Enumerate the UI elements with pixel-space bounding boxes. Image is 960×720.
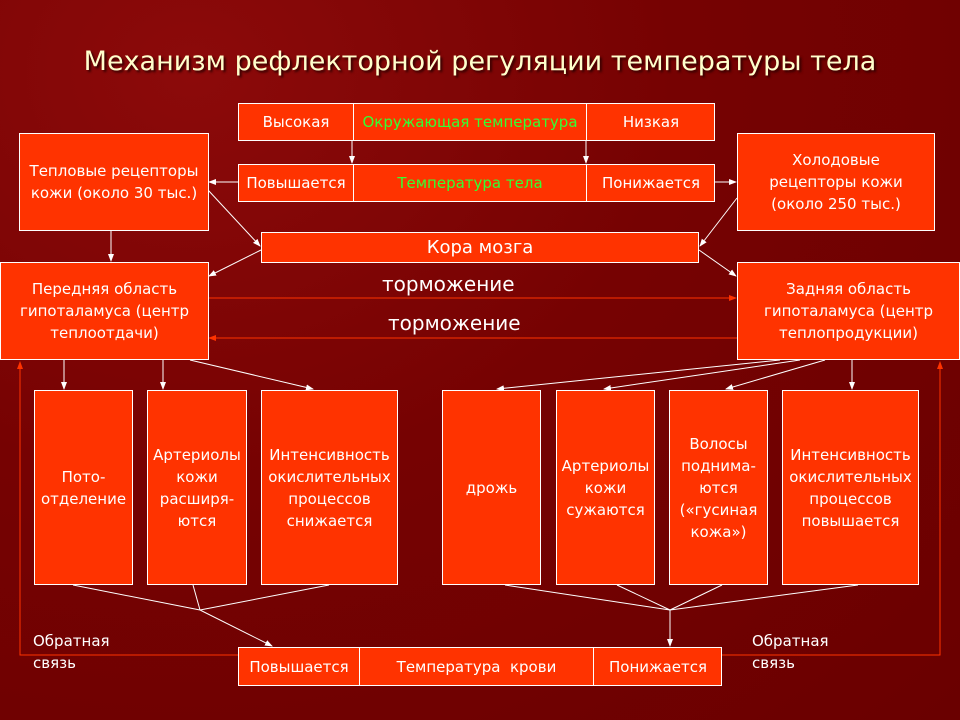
cortex-box: Кора мозга <box>261 232 699 263</box>
body-temp-down: Понижается <box>602 174 700 192</box>
effect-arterioles-constrict: Артериолы кожи сужаются <box>556 390 655 585</box>
page-title: Механизм рефлекторной регуляции температ… <box>83 46 877 77</box>
effect-oxidation-increase: Интенсивность окислительных процессов по… <box>782 390 919 585</box>
blood-temp-label: Температура крови <box>359 648 594 685</box>
inhibition-label-1: торможение <box>382 272 515 296</box>
effect-sweating: Пото-отделение <box>34 390 133 585</box>
body-temperature-row: Повышается Температура тела Понижается <box>238 164 715 202</box>
ambient-label: Окружающая температура <box>353 104 587 140</box>
feedback-left-label: Обратная связь <box>33 632 110 672</box>
cold-receptors-box: Холодовые рецепторы кожи (около 250 тыс.… <box>737 133 935 231</box>
blood-temperature-row: Повышается Температура крови Понижается <box>238 647 722 686</box>
heat-receptors-box: Тепловые рецепторы кожи (около 30 тыс.) <box>19 133 209 231</box>
inhibition-label-2: торможение <box>388 311 521 335</box>
effect-arterioles-dilate: Артериолы кожи расширя-ются <box>147 390 247 585</box>
body-temp-label: Температура тела <box>353 165 587 201</box>
ambient-temperature-row: Высокая Окружающая температура Низкая <box>238 103 715 141</box>
feedback-right-label: Обратная связь <box>752 632 829 672</box>
posterior-hypothalamus-box: Задняя область гипоталамуса (центр тепло… <box>737 262 960 360</box>
ambient-low: Низкая <box>622 113 680 131</box>
effect-oxidation-decrease: Интенсивность окислительных процессов сн… <box>261 390 398 585</box>
anterior-hypothalamus-box: Передняя область гипоталамуса (центр теп… <box>0 262 209 360</box>
effect-goosebumps: Волосы поднима-ются («гусиная кожа») <box>669 390 768 585</box>
blood-temp-up: Повышается <box>249 657 349 676</box>
blood-temp-down: Понижается <box>609 657 707 676</box>
body-temp-up: Повышается <box>246 174 346 192</box>
ambient-high: Высокая <box>262 113 330 131</box>
effect-shivering: дрожь <box>442 390 541 585</box>
